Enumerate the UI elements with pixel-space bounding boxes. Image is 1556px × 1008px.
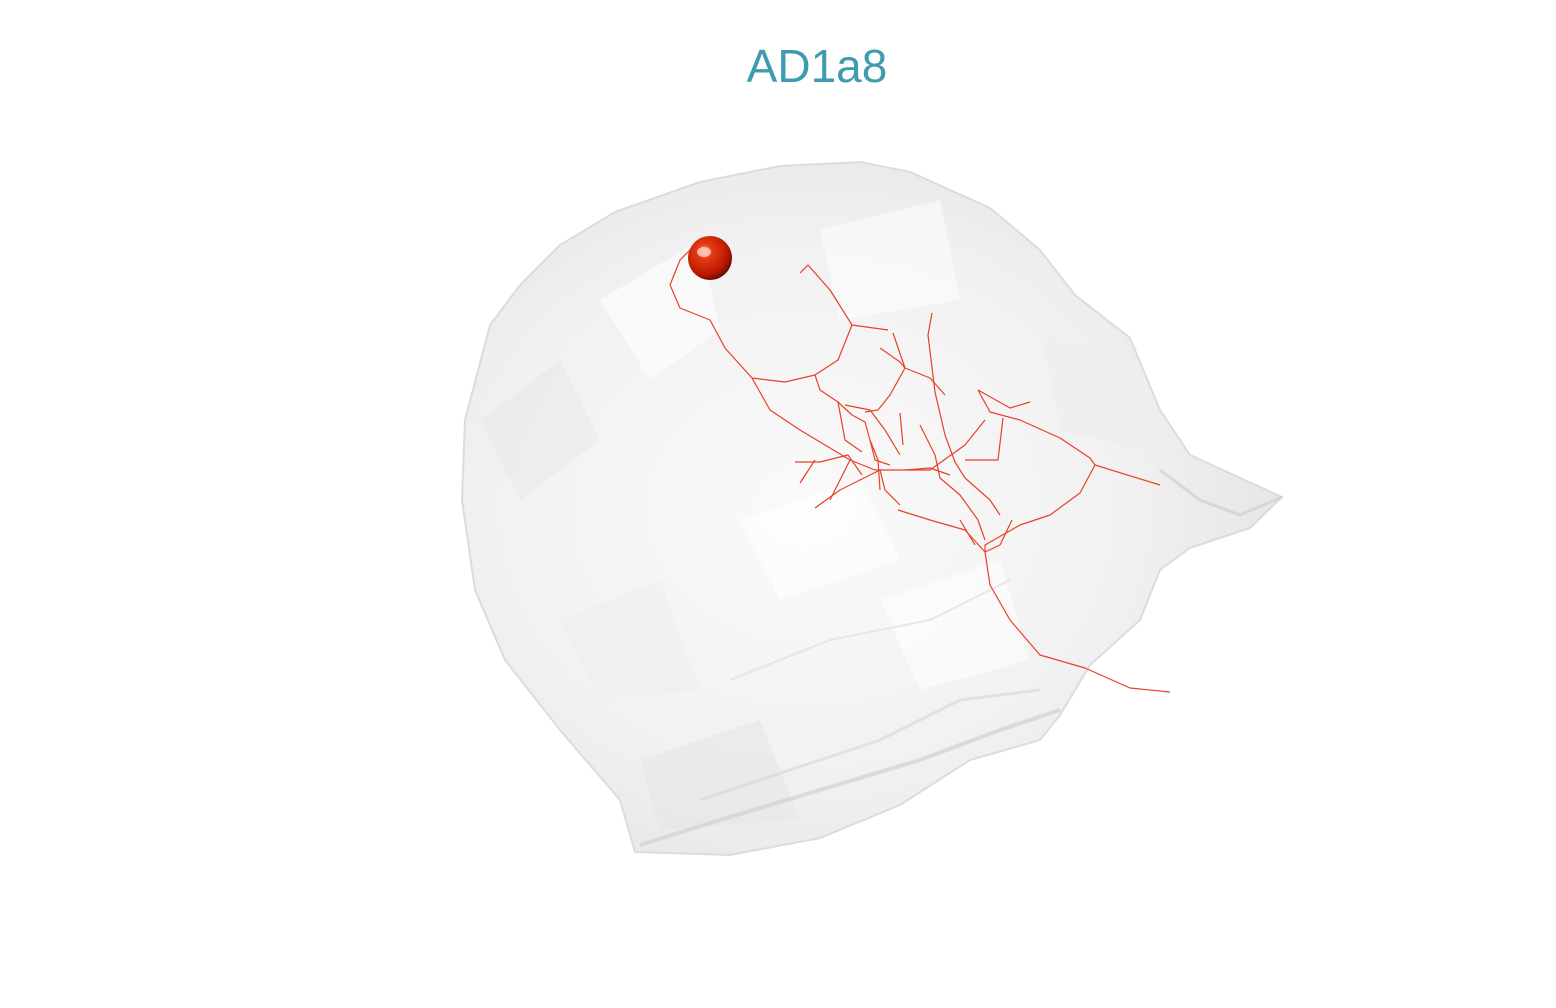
branch: [964, 477, 1001, 516]
region-mesh: [460, 160, 1284, 857]
mesh-facet: [1040, 330, 1140, 450]
branch: [829, 459, 851, 501]
branch: [984, 551, 1171, 693]
branch: [899, 412, 904, 446]
mesh-facet: [640, 720, 800, 830]
branch: [984, 519, 1013, 553]
mesh-facet: [560, 580, 700, 700]
branch: [814, 469, 881, 509]
branch: [837, 401, 863, 453]
branch: [905, 419, 986, 471]
soma-highlight: [697, 247, 711, 257]
mesh-facet: [880, 560, 1030, 690]
branch: [984, 464, 1096, 552]
mesh-fold: [699, 688, 1041, 802]
branch: [869, 439, 881, 491]
mesh-facet: [600, 240, 720, 380]
plot-title: AD1a8: [746, 40, 888, 92]
branch: [977, 389, 1031, 409]
branch: [864, 332, 906, 413]
mesh-facet: [740, 480, 900, 600]
branch: [927, 312, 966, 479]
mesh-fold: [729, 579, 1011, 681]
branch: [814, 324, 889, 376]
primary-neurite: [669, 247, 816, 383]
branch: [919, 424, 986, 541]
branch: [799, 459, 816, 484]
branch: [814, 374, 891, 466]
branch: [799, 264, 853, 326]
branch: [897, 509, 986, 553]
mesh-fold: [639, 708, 1061, 847]
branch: [844, 404, 901, 456]
neuron-skeleton: [669, 247, 1171, 693]
mesh-facet: [820, 200, 960, 320]
mesh-facet: [480, 360, 600, 500]
soma-sphere[interactable]: [688, 236, 732, 280]
branch: [965, 417, 1004, 461]
mesh-fold: [1159, 468, 1283, 517]
branch: [959, 519, 976, 546]
branch: [795, 454, 863, 476]
branch: [879, 469, 901, 506]
